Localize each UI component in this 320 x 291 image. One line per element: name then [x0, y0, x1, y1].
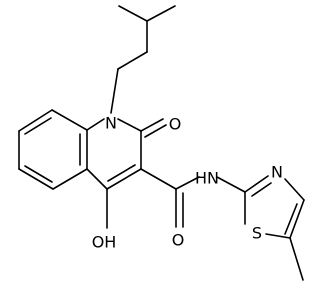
bond-ch2a-ch2b: [117, 51, 148, 70]
atom-h-amide: H: [195, 169, 207, 188]
bond-c5thz-ch3: [289, 237, 304, 281]
molecule-canvas: N O OH N H O N S: [18, 5, 305, 281]
bond-c8-c7: [18, 109, 53, 132]
bond-c3-c4-inner: [107, 164, 136, 182]
bond-camide-n: [175, 176, 200, 190]
bond-n-c2thz: [216, 176, 246, 193]
atom-n-amide: N: [207, 169, 219, 188]
atom-s-thiazole: S: [252, 224, 262, 243]
bond-c2thz-n3-inner: [251, 182, 272, 197]
bond-c4thz-c5thz-inner: [284, 203, 298, 235]
bond-n3-c4thz: [284, 178, 305, 201]
bond-c8-c7-inner: [24, 117, 52, 135]
bond-ch3a-ch: [146, 5, 176, 22]
bond-c8a-c8: [51, 109, 88, 131]
bond-ch2b-n: [110, 68, 119, 114]
bond-c2-o-b: [144, 124, 167, 138]
atom-n-thiazole: N: [271, 163, 283, 182]
bond-c4thz-c5thz: [289, 199, 305, 239]
bond-c2thz-n3: [244, 175, 269, 193]
bond-c2-o-a: [140, 118, 164, 132]
bond-c8a-n: [86, 118, 105, 131]
bond-c3-c4: [106, 168, 142, 190]
bond-c5-c4a: [52, 168, 88, 190]
bond-c6-c5-inner: [24, 165, 53, 183]
structure-drawing: N O OH N H O N S: [18, 5, 305, 281]
bond-c6-c5: [18, 168, 54, 190]
atom-o-ketone: O: [169, 115, 182, 134]
bond-c4-c4a: [86, 168, 108, 190]
atom-hydroxyl: OH: [92, 233, 117, 252]
atom-n-ring: N: [105, 114, 117, 133]
atom-o-amide: O: [172, 231, 185, 250]
bond-c3-camide: [140, 168, 177, 190]
bond-c5thz-s: [265, 233, 291, 239]
bond-n-c2: [117, 118, 142, 132]
bond-ch3b-ch: [118, 5, 148, 22]
